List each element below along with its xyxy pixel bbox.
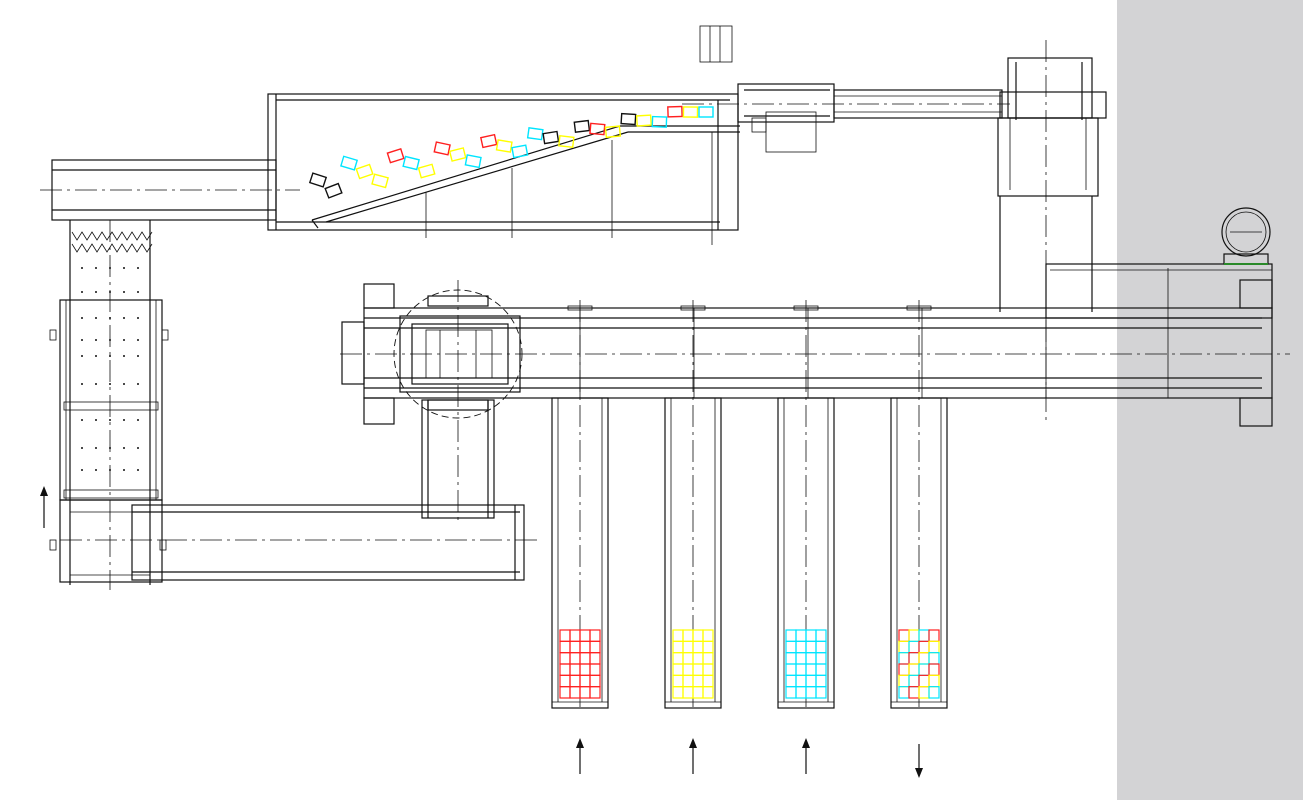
flow-arrow-up-icon [576,738,584,774]
carton [433,141,451,156]
pallet-load [785,629,827,699]
carton [620,112,637,126]
carton [682,106,699,118]
carton [526,127,544,141]
carton [511,144,529,159]
flow-arrow-up-icon [40,486,48,528]
carton [495,139,513,153]
carton [604,125,622,139]
carton [479,133,498,149]
carton [667,105,683,118]
carton [448,147,467,162]
pallet-load [559,629,601,699]
pallet-load [672,629,714,699]
carton [573,119,591,133]
flow-arrow-up-icon [689,738,697,774]
carton [371,173,390,189]
incline-cartons [308,105,714,199]
pallet-lane [890,300,948,778]
bottom-transfer-conveyor [60,504,540,581]
pallet-load [898,629,940,699]
carton [386,147,405,164]
carton [651,115,668,128]
pallet-lane [664,300,722,774]
carton [340,155,359,171]
main-distribution-conveyor [340,263,1290,427]
carton [542,130,560,145]
pallet-lane [551,300,609,774]
top-accumulation-conveyor [682,40,1107,420]
carton [698,106,714,118]
carton [402,155,420,171]
flow-arrow-down-icon [915,744,923,778]
carton [324,182,343,199]
carton [464,154,482,169]
carton [635,114,652,127]
incline-conveyor [267,25,740,245]
pallet-lane [777,300,835,774]
left-infeed-conveyor [40,159,300,590]
carton [308,172,328,188]
carton [589,122,606,136]
motor-icon [1221,207,1271,265]
carton [417,163,436,179]
rotary-table-icon [393,289,523,419]
carton [558,134,575,149]
pallet-lanes [551,300,948,778]
flow-arrow-up-icon [802,738,810,774]
carton [355,163,374,180]
